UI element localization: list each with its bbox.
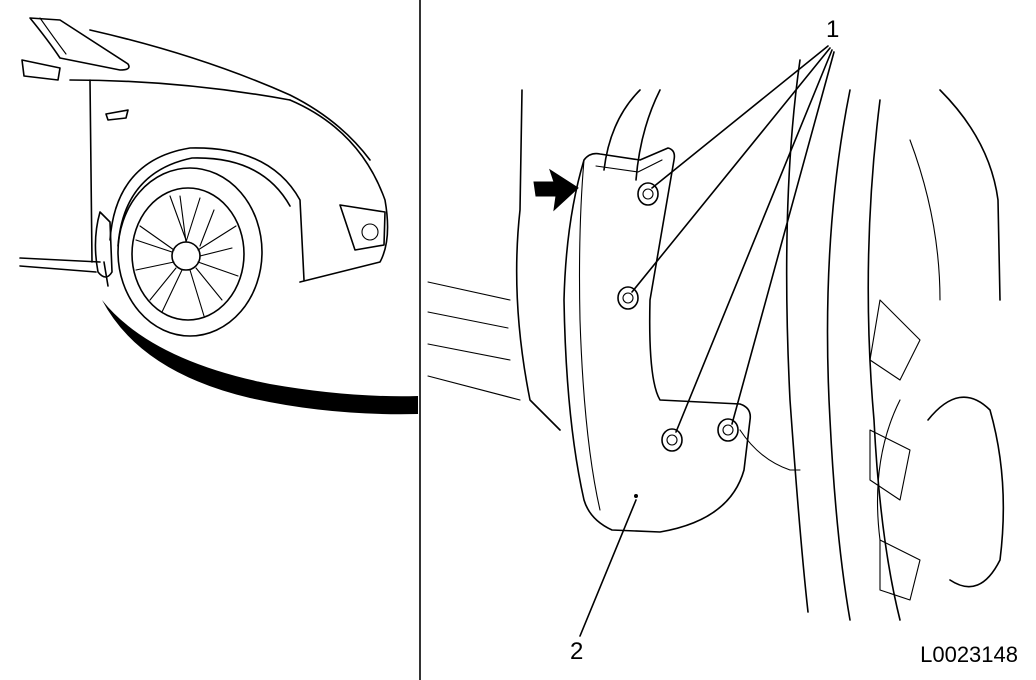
fastener-2 bbox=[617, 286, 639, 310]
callout-mud-flap: 2 bbox=[570, 638, 584, 665]
figure-code: L0023148 bbox=[920, 642, 1018, 667]
callout-fasteners: 1 bbox=[826, 16, 840, 43]
mud-flap-detail-panel bbox=[427, 45, 1005, 637]
fastener-4 bbox=[717, 418, 739, 442]
arrow-right-icon bbox=[533, 168, 579, 212]
car-overview-panel bbox=[19, 17, 418, 415]
fastener-3 bbox=[661, 428, 683, 452]
fastener-1 bbox=[637, 182, 659, 206]
